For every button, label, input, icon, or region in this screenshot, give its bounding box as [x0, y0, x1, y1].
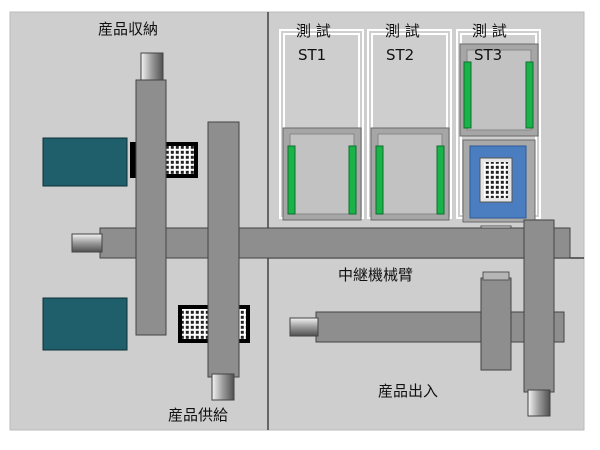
st3-socket [462, 139, 536, 223]
test-module-st3 [459, 43, 539, 137]
supply-arm [207, 121, 240, 401]
test-module-st1 [282, 127, 362, 221]
area-label-storage: 産品収納 [98, 20, 159, 38]
test-module-st2 [370, 127, 450, 221]
io-arm [289, 311, 565, 343]
station-st2-id: ST2 [386, 46, 415, 64]
station-st3-title: 測 試 [472, 22, 507, 40]
io-gripper [480, 271, 512, 371]
area-label-supply: 産品供給 [168, 406, 229, 424]
relay-arm [71, 227, 571, 259]
area-label-io: 産品出入 [378, 382, 439, 400]
io-vertical-arm [523, 219, 555, 417]
station-st1-id: ST1 [298, 46, 327, 64]
station-st1-title: 測 試 [296, 22, 331, 40]
area-label-relay-arm: 中継機械臂 [338, 266, 414, 284]
tray-storage-upper [42, 137, 128, 187]
station-st3-id: ST3 [474, 46, 503, 64]
storage-arm [135, 52, 167, 336]
station-st2-title: 測 試 [385, 22, 420, 40]
tray-storage-lower [42, 297, 128, 351]
